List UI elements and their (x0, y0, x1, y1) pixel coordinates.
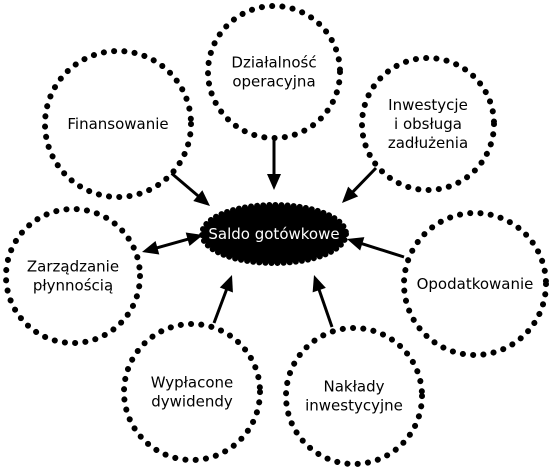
arrow-head (342, 186, 359, 203)
arrow-line (316, 285, 334, 328)
arrow-wyplacone-dywidendy (212, 275, 233, 324)
arrow-head (193, 190, 210, 206)
arrow-head (219, 275, 233, 293)
node-label-line: Opodatkowanie (417, 275, 534, 293)
arrow-naklady-inwestycyjne (312, 275, 334, 328)
arrow-inwestycje-i-obsluga-zadluzenia (342, 166, 378, 203)
arrow-head (267, 174, 281, 190)
connector-arrows (142, 140, 405, 328)
arrow-line (153, 236, 192, 251)
node-label-line: Inwestycje (388, 96, 468, 114)
node-label-line: płynnością (33, 277, 113, 295)
node-label-line: Nakłady (324, 378, 385, 396)
arrow-dzialalnosc-operacyjna (267, 140, 281, 190)
arrow-line (169, 170, 202, 200)
node-finansowanie: Finansowanie (42, 48, 194, 200)
node-label-line: Zarządzanie (27, 258, 119, 276)
arrow-zarzadzanie-plynnoscia (142, 232, 203, 255)
node-label-line: inwestycyjne (305, 397, 403, 415)
arrow-head (185, 232, 203, 247)
node-opodatkowanie: Opodatkowanie (401, 210, 549, 358)
arrow-head (347, 237, 365, 251)
node-label-line: operacyjna (232, 73, 315, 91)
node-label-line: Wypłacone (151, 374, 234, 392)
node-circle (359, 55, 497, 193)
node-label-line: dywidendy (151, 393, 233, 411)
node-circle (283, 325, 425, 467)
node-circle (401, 210, 549, 358)
node-label: Finansowanie (67, 115, 168, 133)
node-label-line: Finansowanie (67, 115, 168, 133)
arrow-head (312, 275, 326, 293)
node-circle (205, 3, 343, 141)
node-circle (121, 321, 263, 463)
arrow-opodatkowanie (347, 237, 405, 259)
arrow-line (357, 241, 405, 259)
node-circle (42, 48, 194, 200)
center-ellipse (199, 202, 349, 266)
node-label-line: zadłużenia (388, 134, 468, 152)
node-label-line: Działalność (231, 54, 316, 72)
node-label-line: i obsługa (394, 115, 462, 133)
arrow-line (212, 285, 230, 324)
arrow-finansowanie (169, 170, 210, 206)
center-label: Saldo gotówkowe (208, 225, 339, 243)
arrow-head (142, 240, 160, 255)
arrow-line (349, 166, 378, 196)
node-circle (3, 206, 143, 346)
node-label: Opodatkowanie (417, 275, 534, 293)
center-node: Saldo gotówkowe (199, 202, 349, 266)
